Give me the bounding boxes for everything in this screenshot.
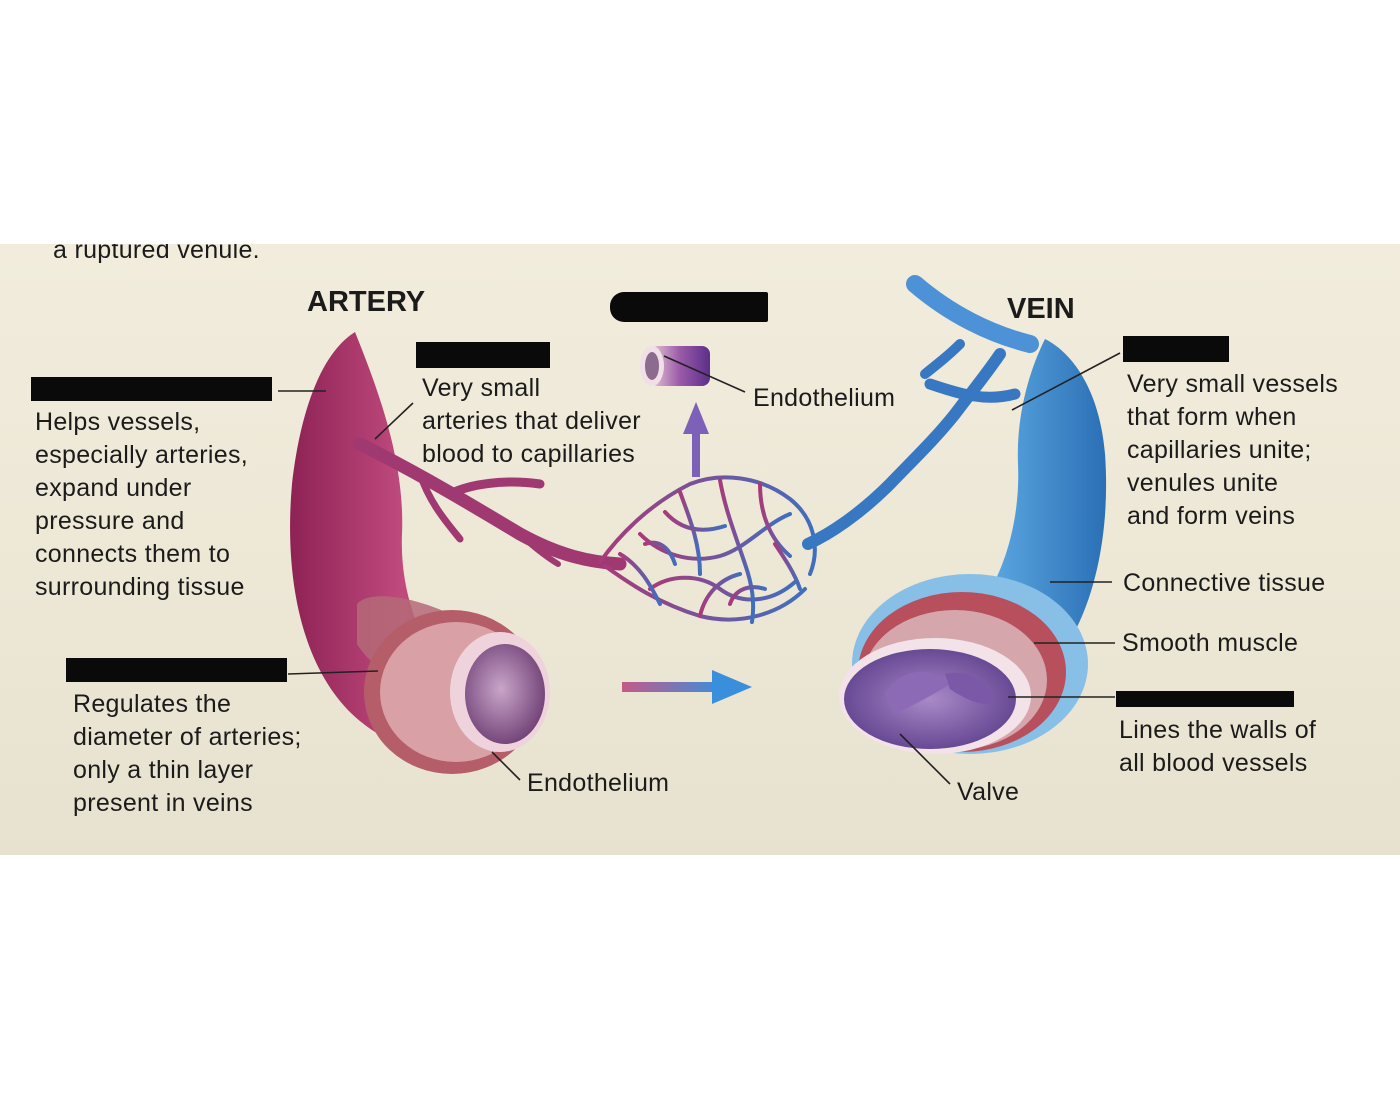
description-line: Very small bbox=[422, 374, 541, 402]
description-line: diameter of arteries; bbox=[73, 723, 302, 751]
artery-endothelium-label: Endothelium bbox=[527, 769, 670, 797]
connective-tissue-description: Helps vessels, especially arteries, expa… bbox=[35, 406, 248, 604]
blood-vessel-diagram bbox=[278, 275, 1121, 785]
artery-illustration bbox=[290, 332, 550, 774]
venule-description: Very small vessels that form when capill… bbox=[1127, 368, 1338, 533]
endothelium-description: Lines the walls of all blood vessels bbox=[1119, 714, 1316, 780]
description-line: that form when bbox=[1127, 403, 1297, 431]
description-line: venules unite bbox=[1127, 469, 1279, 497]
description-line: present in veins bbox=[73, 789, 253, 817]
top-caption: a ruptured venule. bbox=[53, 244, 260, 264]
description-line: all blood vessels bbox=[1119, 749, 1308, 777]
description-line: Helps vessels, bbox=[35, 408, 201, 436]
arteriole-description: Very small arteries that deliver blood t… bbox=[422, 372, 641, 471]
redaction-bar bbox=[1116, 691, 1294, 707]
capillary-tube-inset bbox=[640, 346, 710, 386]
artery-heading: ARTERY bbox=[307, 286, 426, 318]
arteriole-branches bbox=[353, 437, 627, 571]
redaction-bar bbox=[610, 292, 768, 322]
redaction-bar bbox=[1123, 336, 1229, 362]
description-line: only a thin layer bbox=[73, 756, 254, 784]
redaction-bar bbox=[31, 377, 272, 401]
description-line: Lines the walls of bbox=[1119, 716, 1317, 744]
vein-heading: VEIN bbox=[1007, 293, 1075, 325]
flow-arrow-icon bbox=[622, 670, 752, 704]
smooth-muscle-description: Regulates the diameter of arteries; only… bbox=[73, 688, 302, 820]
label-leader-lines bbox=[278, 352, 1121, 785]
description-line: capillaries unite; bbox=[1127, 436, 1312, 464]
redaction-bar bbox=[66, 658, 287, 682]
redaction-bar bbox=[416, 342, 550, 368]
vein-smooth-muscle-label: Smooth muscle bbox=[1122, 629, 1299, 657]
description-line: Regulates the bbox=[73, 690, 232, 718]
description-line: expand under bbox=[35, 474, 192, 502]
vein-connective-tissue-label: Connective tissue bbox=[1123, 569, 1326, 597]
description-line: pressure and bbox=[35, 507, 185, 535]
valve-label: Valve bbox=[957, 778, 1020, 806]
venule-branches bbox=[802, 339, 1021, 550]
description-line: connects them to bbox=[35, 540, 231, 568]
capillary-endothelium-label: Endothelium bbox=[753, 384, 896, 412]
description-line: especially arteries, bbox=[35, 441, 249, 469]
textbook-photo: a ruptured venule. ARTERY VEIN Helps ves… bbox=[0, 244, 1400, 855]
description-line: Very small vessels bbox=[1127, 370, 1339, 398]
description-line: and form veins bbox=[1127, 502, 1296, 530]
description-line: surrounding tissue bbox=[35, 573, 245, 601]
description-line: blood to capillaries bbox=[422, 440, 636, 468]
capillary-bed bbox=[598, 475, 817, 624]
description-line: arteries that deliver bbox=[422, 407, 641, 435]
vein-illustration bbox=[839, 275, 1107, 754]
up-arrow-icon bbox=[683, 402, 709, 477]
